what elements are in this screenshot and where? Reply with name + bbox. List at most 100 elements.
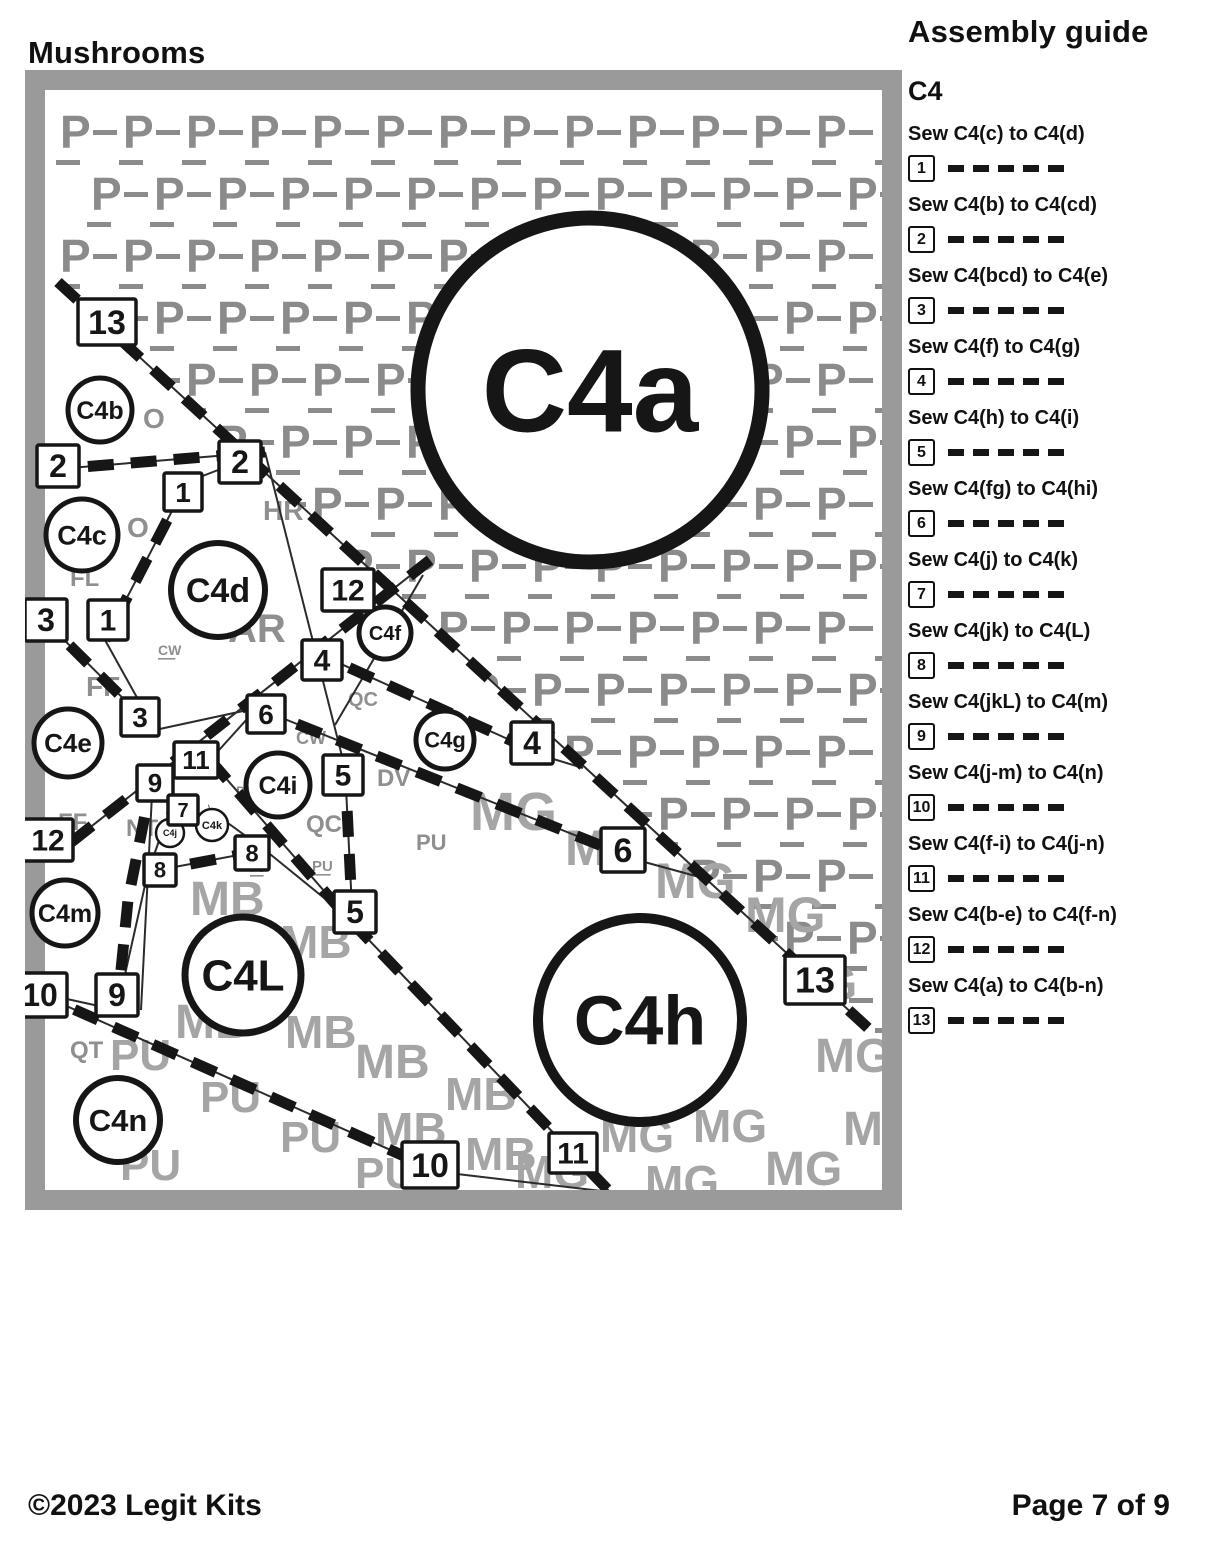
svg-text:P: P (312, 354, 343, 406)
assembly-step: Sew C4(fg) to C4(hi) 6 (908, 478, 1194, 537)
step-instruction: Sew C4(a) to C4(b-n) (908, 975, 1104, 997)
step-number-box: 9 (908, 723, 935, 750)
seam-dash-sample-icon (948, 307, 1066, 314)
copyright-text: ©2023 Legit Kits (28, 1489, 262, 1522)
svg-text:C4d: C4d (186, 572, 250, 610)
svg-text:QC: QC (348, 689, 378, 711)
svg-text:2: 2 (49, 448, 67, 484)
svg-text:P: P (280, 168, 311, 220)
svg-text:C4n: C4n (89, 1103, 148, 1138)
svg-text:P: P (375, 478, 406, 530)
step-number-box: 7 (908, 581, 935, 608)
assembly-step: Sew C4(bcd) to C4(e) 3 (908, 265, 1194, 324)
step-number-box: 4 (908, 368, 935, 395)
seam-marker-5: 5 (332, 889, 378, 935)
svg-text:P: P (564, 602, 595, 654)
step-instruction: Sew C4(jk) to C4(L) (908, 620, 1091, 642)
svg-text:P: P (879, 602, 902, 654)
svg-text:11: 11 (557, 1138, 589, 1171)
piece-label-C4h: C4h (533, 913, 747, 1127)
svg-text:DV: DV (377, 765, 410, 792)
seam-dash-sample-icon (948, 591, 1066, 598)
seam-marker-9: 9 (94, 972, 140, 1018)
svg-text:P: P (501, 602, 532, 654)
svg-text:12: 12 (31, 825, 64, 858)
svg-text:C4m: C4m (38, 900, 92, 928)
svg-text:C4a: C4a (482, 325, 700, 457)
page-title: Mushrooms (28, 34, 206, 70)
svg-text:P: P (154, 292, 185, 344)
svg-text:P: P (784, 168, 815, 220)
svg-text:P: P (847, 416, 878, 468)
svg-text:13: 13 (88, 304, 126, 342)
assembly-step: Sew C4(jk) to C4(L) 8 (908, 620, 1194, 679)
piece-label-C4m: C4m (29, 877, 101, 949)
assembly-step: Sew C4(c) to C4(d) 1 (908, 123, 1194, 182)
svg-text:1: 1 (100, 605, 117, 638)
svg-text:P: P (847, 292, 878, 344)
svg-text:P: P (816, 850, 847, 902)
seam-marker-4: 4 (509, 720, 555, 766)
seam-dash-sample-icon (948, 236, 1066, 243)
svg-text:P: P (217, 168, 248, 220)
svg-text:C4b: C4b (76, 397, 123, 425)
seam-marker-7: 7 (166, 793, 200, 827)
piece-label-C4d: C4d (168, 540, 268, 640)
svg-text:P: P (375, 106, 406, 158)
svg-text:P: P (847, 168, 878, 220)
svg-text:P: P (91, 168, 122, 220)
svg-text:P: P (375, 230, 406, 282)
svg-text:P: P (627, 726, 658, 778)
svg-text:5: 5 (346, 894, 364, 930)
step-number-box: 8 (908, 652, 935, 679)
piece-label-C4c: C4c (43, 496, 121, 574)
svg-text:P: P (312, 106, 343, 158)
seam-marker-6: 6 (599, 826, 647, 874)
svg-text:P: P (816, 726, 847, 778)
svg-text:P: P (343, 416, 374, 468)
svg-text:P: P (280, 416, 311, 468)
step-number-box: 13 (908, 1007, 935, 1034)
svg-text:P: P (879, 106, 902, 158)
seam-marker-3: 3 (119, 696, 161, 738)
svg-text:P: P (438, 106, 469, 158)
svg-text:P: P (186, 106, 217, 158)
step-instruction: Sew C4(b-e) to C4(f-n) (908, 904, 1117, 926)
assembly-step: Sew C4(f-i) to C4(j-n) 11 (908, 833, 1194, 892)
assembly-step: Sew C4(h) to C4(i) 5 (908, 407, 1194, 466)
piece-label-C4e: C4e (31, 706, 105, 780)
svg-text:P: P (123, 106, 154, 158)
piece-label-C4b: C4b (65, 375, 135, 445)
step-instruction: Sew C4(j) to C4(k) (908, 549, 1079, 571)
svg-text:MB: MB (285, 1006, 357, 1058)
step-number-box: 2 (908, 226, 935, 253)
seam-marker-6: 6 (245, 693, 287, 735)
svg-text:P: P (753, 230, 784, 282)
svg-text:MG: MG (745, 887, 826, 943)
step-instruction: Sew C4(jkL) to C4(m) (908, 691, 1109, 713)
step-number-box: 10 (908, 794, 935, 821)
step-marker-row: 1 (908, 155, 1194, 182)
seam-dash-sample-icon (948, 378, 1066, 385)
step-marker-row: 9 (908, 723, 1194, 750)
svg-text:P: P (564, 106, 595, 158)
svg-text:MG: MG (645, 1156, 719, 1208)
step-marker-row: 7 (908, 581, 1194, 608)
svg-text:P: P (343, 292, 374, 344)
assembly-step: Sew C4(f) to C4(g) 4 (908, 336, 1194, 395)
svg-text:11: 11 (182, 745, 210, 775)
svg-text:P: P (816, 354, 847, 406)
svg-text:PU: PU (200, 1073, 261, 1122)
piece-label-C4a: C4a (410, 210, 770, 570)
piece-label-C4L: C4L (181, 913, 305, 1037)
svg-text:P: P (753, 850, 784, 902)
svg-text:P: P (753, 106, 784, 158)
svg-text:P: P (784, 416, 815, 468)
svg-text:P: P (658, 168, 689, 220)
svg-text:C4g: C4g (424, 728, 466, 753)
svg-text:P: P (249, 354, 280, 406)
svg-text:P: P (879, 230, 902, 282)
svg-text:C4h: C4h (574, 982, 706, 1060)
piece-label-C4g: C4g (413, 708, 477, 772)
